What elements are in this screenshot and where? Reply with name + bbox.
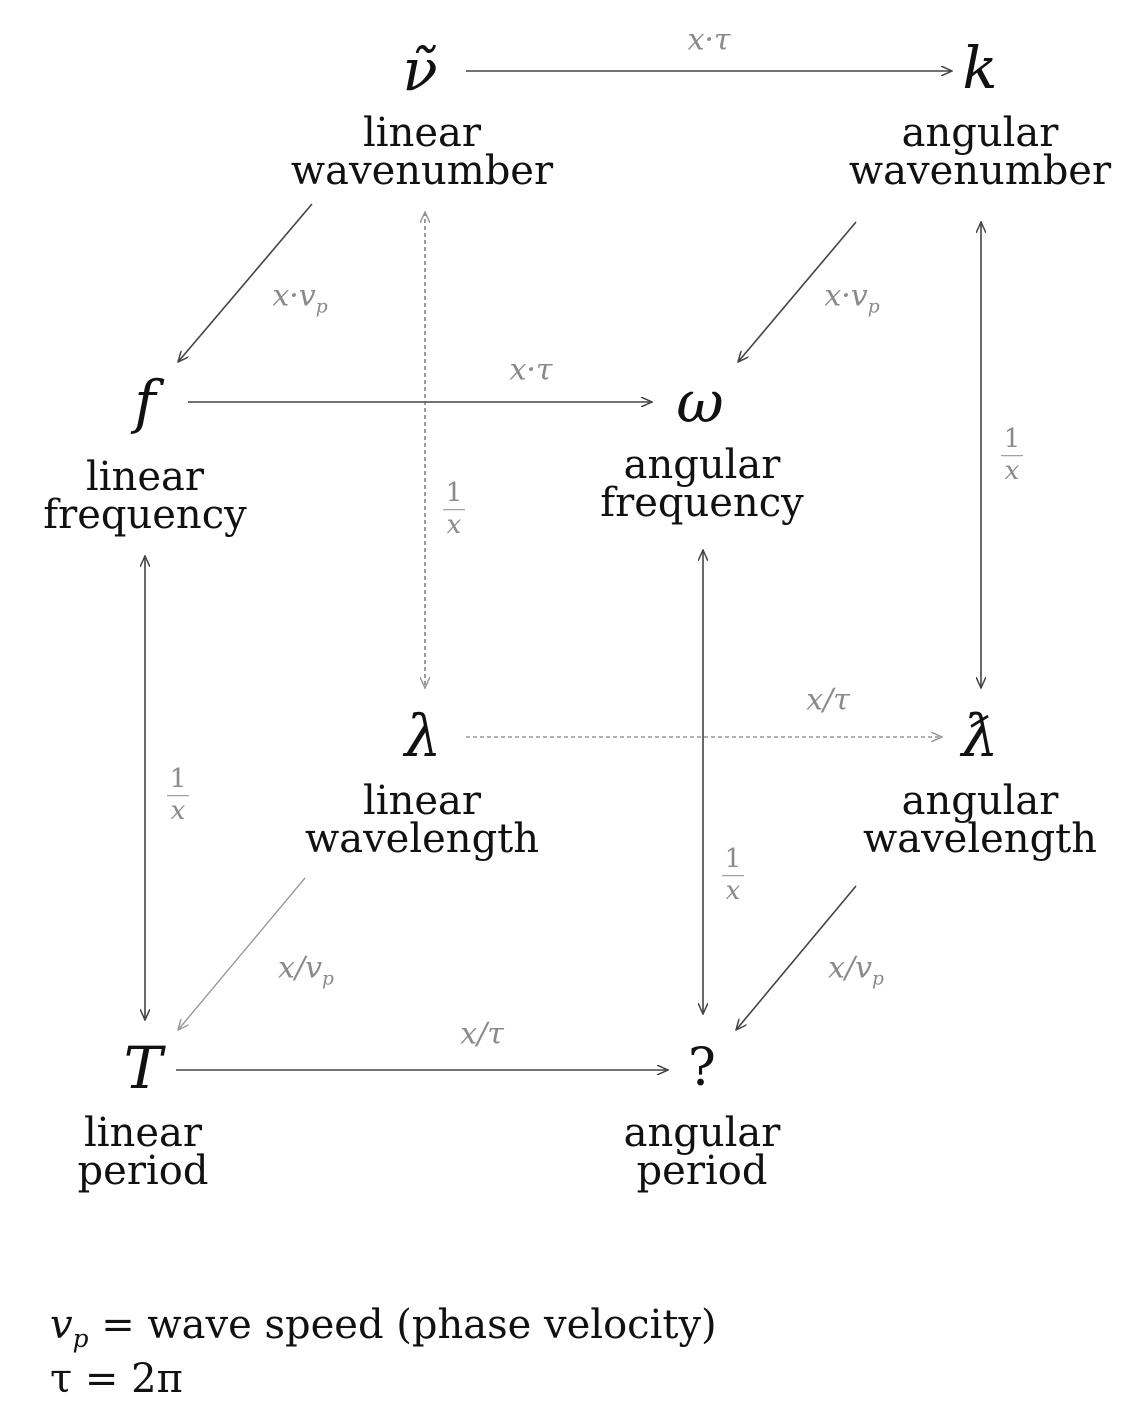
symbol-lambda: λ [404,702,442,770]
op-text: x/v [828,950,873,986]
label-line1: angular [901,778,1059,824]
arrow-nu-to-f [178,203,313,362]
op-subscript: p [315,296,328,318]
op-right-x-vp: x·vp [824,279,879,318]
frac-denominator: x [446,510,462,541]
legend-var: v [50,1302,73,1348]
label-line1: linear [363,110,481,156]
label-line2: period [77,1148,209,1194]
op-right-x-over-vp: x/vp [828,951,884,990]
label-line2: wavelength [862,816,1098,862]
symbol-f: f [134,368,156,436]
op-lambda-x-over-tau: x/τ [806,682,850,718]
op-inverse-nu-lambda: 1 x [443,478,465,541]
legend-subscript: p [72,1324,89,1353]
frac-numerator: 1 [724,844,742,875]
frac-numerator: 1 [445,478,463,509]
op-top-x-tau: x·τ [687,22,731,58]
label-line1: angular [901,110,1059,156]
frac-numerator: 1 [1003,424,1021,455]
label-angular-period: angular period [623,1110,781,1194]
op-subscript: p [867,296,880,318]
op-bottom-x-over-tau: x/τ [460,1016,504,1052]
arrow-k-to-omega [738,221,857,362]
frac-bar [167,795,189,797]
symbol-T: T [123,1034,163,1102]
symbol-lambda-bar: ƛ [961,702,999,770]
symbol-omega: ω [676,368,724,436]
label-line2: wavenumber [290,148,554,194]
label-angular-frequency: angular frequency [600,442,804,526]
frac-numerator: 1 [169,764,187,795]
op-inverse-omega-q: 1 x [722,844,744,907]
symbol-nu-tilde: ν̃ [402,36,438,104]
frac-denominator: x [725,876,741,907]
op-inverse-k-lambdabar: 1 x [1001,424,1023,487]
label-line1: angular [623,442,781,488]
arrow-lambda-to-T [178,877,306,1030]
frac-bar [443,509,465,511]
op-mid-x-tau: x·τ [509,352,553,388]
op-subscript: p [872,968,884,990]
frac-denominator: x [170,796,186,827]
label-linear-wavenumber: linear wavenumber [290,110,554,194]
frac-bar [722,875,744,877]
op-subscript: p [322,968,334,990]
label-line2: frequency [43,492,247,538]
symbol-question: ? [688,1038,716,1098]
label-angular-wavenumber: angular wavenumber [848,110,1112,194]
label-line1: angular [623,1110,781,1156]
label-line2: wavenumber [848,148,1112,194]
op-inverse-f-T: 1 x [167,764,189,827]
legend-wave-speed: vp = wave speed (phase velocity) [50,1302,717,1353]
label-line1: linear [86,454,204,500]
label-line2: wavelength [304,816,540,862]
label-linear-wavelength: linear wavelength [304,778,540,862]
legend-tau-text: τ = 2π [50,1356,183,1402]
label-line2: frequency [600,480,804,526]
legend-text: = wave speed (phase velocity) [88,1302,717,1348]
symbol-k: k [962,34,998,102]
frac-bar [1001,455,1023,457]
label-line1: linear [363,778,481,824]
frac-denominator: x [1004,456,1020,487]
arrow-lambdabar-to-q [736,885,857,1030]
label-linear-frequency: linear frequency [43,454,247,538]
label-line2: period [636,1148,768,1194]
label-line1: linear [83,1110,202,1156]
op-text: x·v [824,278,868,314]
legend-tau: τ = 2π [50,1356,183,1402]
label-linear-period: linear period [77,1110,209,1194]
label-angular-wavelength: angular wavelength [862,778,1098,862]
op-left-x-over-vp: x/vp [278,951,334,990]
op-text: x·v [272,278,316,314]
op-left-x-vp: x·vp [272,279,327,318]
op-text: x/v [278,950,323,986]
